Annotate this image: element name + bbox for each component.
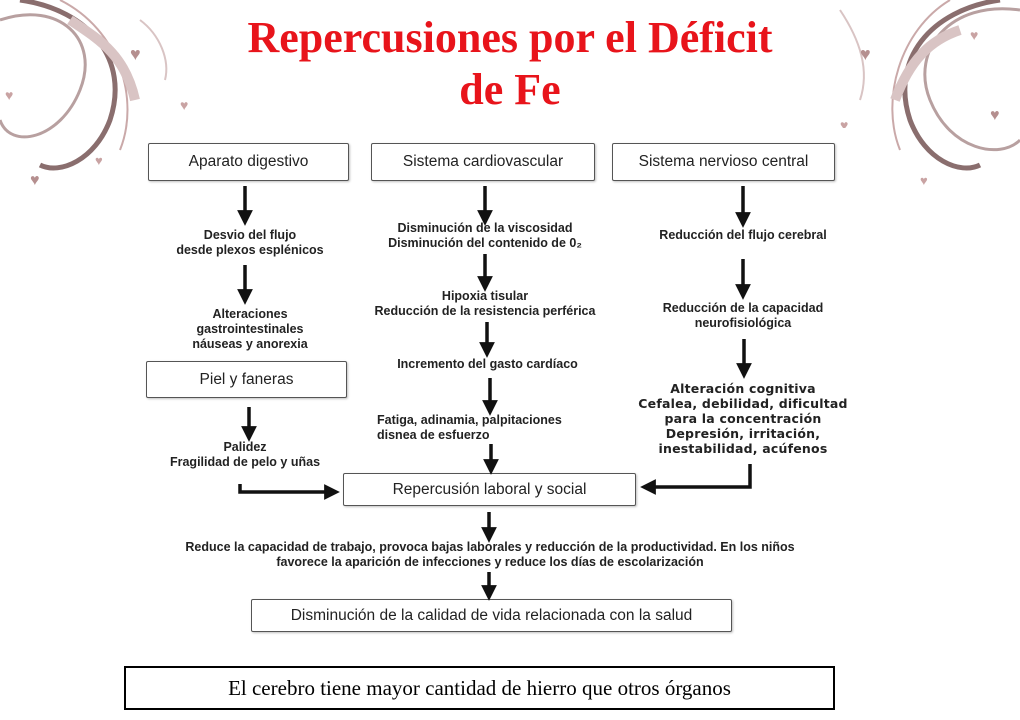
svg-text:♥: ♥ — [970, 27, 978, 43]
box-piel-y-faneras: Piel y faneras — [146, 361, 347, 398]
svg-text:♥: ♥ — [5, 87, 13, 103]
text-hipoxia-tisular: Hipoxia tisular Reducción de la resisten… — [374, 289, 596, 318]
caption-box: El cerebro tiene mayor cantidad de hierr… — [124, 666, 835, 710]
svg-text:♥: ♥ — [920, 173, 928, 188]
text-alteraciones-gastrointestinales: Alteraciones gastrointestinales náuseas … — [192, 307, 308, 351]
text-desvio-flujo: Desvio del flujo desde plexos esplénicos — [176, 228, 324, 257]
box-aparato-digestivo: Aparato digestivo — [148, 143, 349, 181]
box-sistema-nervioso-central: Sistema nervioso central — [612, 143, 835, 181]
page-title: Repercusiones por el Déficit de Fe — [130, 12, 890, 116]
text-reduccion-flujo-cerebral: Reducción del flujo cerebral — [659, 228, 827, 242]
text-palidez: Palidez Fragilidad de pelo y uñas — [169, 440, 321, 469]
title-line-2: de Fe — [459, 65, 561, 114]
svg-text:♥: ♥ — [130, 44, 141, 64]
svg-text:♥: ♥ — [30, 172, 40, 189]
left-ornament: ♥ ♥ ♥ ♥ ♥ — [0, 0, 188, 189]
box-sistema-cardiovascular: Sistema cardiovascular — [371, 143, 595, 181]
svg-text:♥: ♥ — [860, 44, 871, 64]
text-reduccion-capacidad: Reducción de la capacidad neurofisiológi… — [662, 301, 824, 330]
text-disminucion-viscosidad: Disminución de la viscosidad Disminución… — [388, 221, 582, 250]
caption-text: El cerebro tiene mayor cantidad de hierr… — [228, 675, 731, 700]
text-fatiga: Fatiga, adinamia, palpitaciones disnea d… — [377, 413, 562, 442]
text-alteracion-cognitiva: Alteración cognitiva Cefalea, debilidad,… — [638, 381, 848, 456]
svg-text:♥: ♥ — [95, 153, 103, 168]
box-calidad-de-vida: Disminución de la calidad de vida relaci… — [251, 599, 732, 632]
svg-text:♥: ♥ — [840, 117, 848, 133]
title-line-1: Repercusiones por el Déficit — [247, 13, 773, 62]
box-repercusion-laboral: Repercusión laboral y social — [343, 473, 636, 506]
text-reduce-capacidad-trabajo: Reduce la capacidad de trabajo, provoca … — [185, 540, 795, 569]
svg-text:♥: ♥ — [180, 97, 188, 113]
svg-text:♥: ♥ — [990, 107, 1000, 124]
right-ornament: ♥ ♥ ♥ ♥ ♥ — [839, 0, 1020, 188]
text-incremento-gasto: Incremento del gasto cardíaco — [397, 357, 578, 371]
